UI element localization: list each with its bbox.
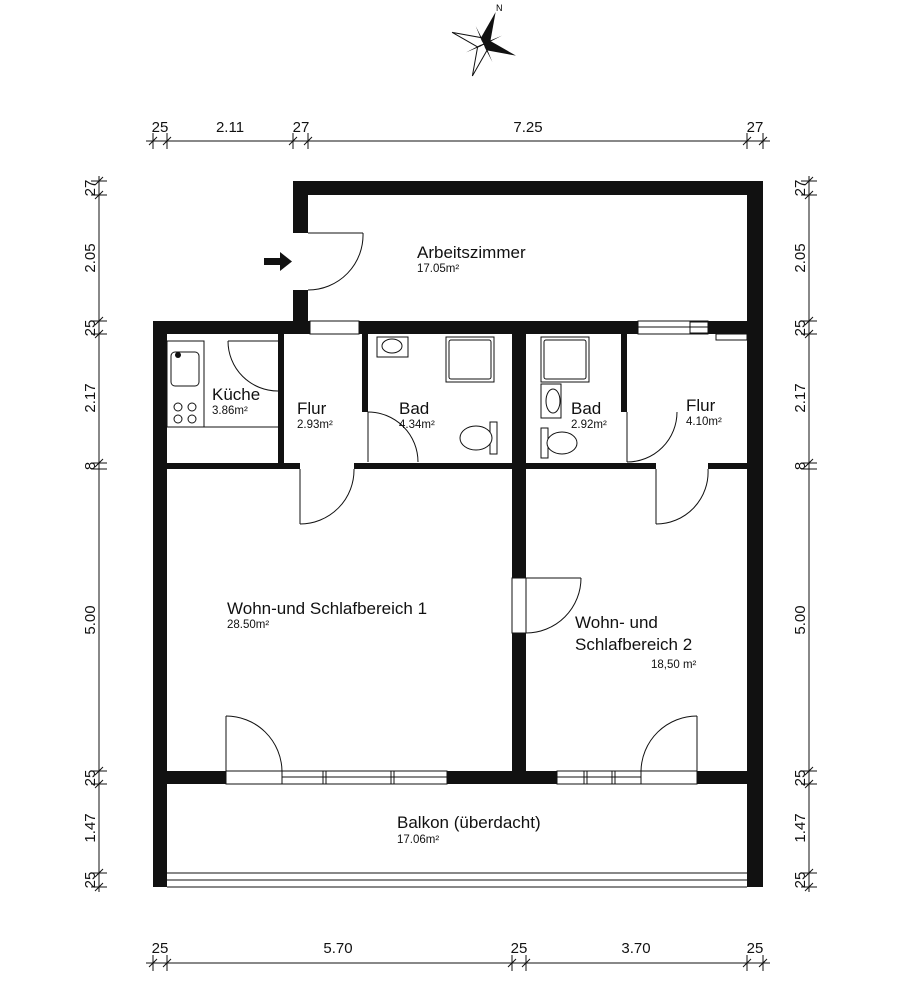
dim-right-8: 1.47: [792, 813, 809, 842]
room-area-wohn-1: 28.50m²: [227, 619, 269, 631]
bathroom-1-fixtures: [376, 336, 498, 455]
dim-left-3: 25: [82, 320, 99, 337]
dim-right-2: 2.05: [792, 243, 809, 272]
dimension-line-bottom: [146, 955, 770, 971]
dim-left-7: 25: [82, 770, 99, 787]
room-name-balkon: Balkon (überdacht): [397, 813, 541, 832]
kitchen-fixtures: [166, 340, 278, 428]
dim-right-4: 2.17: [792, 383, 809, 412]
room-name-arbeitszimmer: Arbeitszimmer: [417, 243, 526, 262]
dim-top-2: 2.11: [216, 119, 244, 136]
compass-rose-icon: [451, 12, 516, 77]
dim-bottom-5: 25: [747, 940, 764, 957]
walls: [153, 181, 763, 888]
room-name-bad-1: Bad: [399, 399, 429, 418]
dim-top-4: 7.25: [513, 119, 542, 136]
dim-left-6: 5.00: [82, 605, 99, 634]
dimension-line-top: [146, 133, 770, 149]
room-area-kueche: 3.86m²: [212, 405, 248, 417]
dim-bottom-1: 25: [152, 940, 169, 957]
dim-top-5: 27: [747, 119, 764, 136]
room-name-wohn-1: Wohn-und Schlafbereich 1: [227, 599, 427, 618]
dimension-line-left: [91, 176, 107, 892]
room-name-flur-1: Flur: [297, 399, 327, 418]
dim-right-1: 27: [792, 180, 809, 197]
dim-right-7: 25: [792, 770, 809, 787]
room-area-arbeitszimmer: 17.05m²: [417, 263, 459, 275]
room-area-wohn-2: 18,50 m²: [651, 659, 697, 671]
room-name-wohn-2-line2: Schlafbereich 2: [575, 635, 692, 654]
room-area-balkon: 17.06m²: [397, 834, 439, 846]
dim-right-6: 5.00: [792, 605, 809, 634]
dim-left-1: 27: [82, 180, 99, 197]
dim-top-1: 25: [152, 119, 169, 136]
dim-top-3: 27: [293, 119, 310, 136]
room-name-wohn-2-line1: Wohn- und: [575, 613, 658, 632]
dim-left-9: 25: [82, 872, 99, 889]
dim-left-5: 8: [82, 462, 99, 470]
room-area-flur-2: 4.10m²: [686, 416, 722, 428]
dim-right-9: 25: [792, 872, 809, 889]
dim-left-2: 2.05: [82, 243, 99, 272]
doors: [225, 232, 709, 772]
room-name-flur-2: Flur: [686, 396, 716, 415]
dim-left-8: 1.47: [82, 813, 99, 842]
room-name-kueche: Küche: [212, 385, 260, 404]
compass-north-label: N: [496, 3, 503, 13]
bathroom-2-fixtures: [540, 336, 590, 459]
room-area-bad-2: 2.92m²: [571, 419, 607, 431]
room-area-flur-1: 2.93m²: [297, 419, 333, 431]
dim-left-4: 2.17: [82, 383, 99, 412]
dim-bottom-3: 25: [511, 940, 528, 957]
dimension-line-right: [801, 176, 817, 892]
windows: [225, 320, 748, 785]
room-area-bad-1: 4.34m²: [399, 419, 435, 431]
dim-bottom-2: 5.70: [323, 940, 352, 957]
dim-right-3: 25: [792, 320, 809, 337]
entrance-arrow-icon: [264, 252, 292, 271]
dim-bottom-4: 3.70: [621, 940, 650, 957]
dim-right-5: 8: [792, 462, 809, 470]
room-name-bad-2: Bad: [571, 399, 601, 418]
